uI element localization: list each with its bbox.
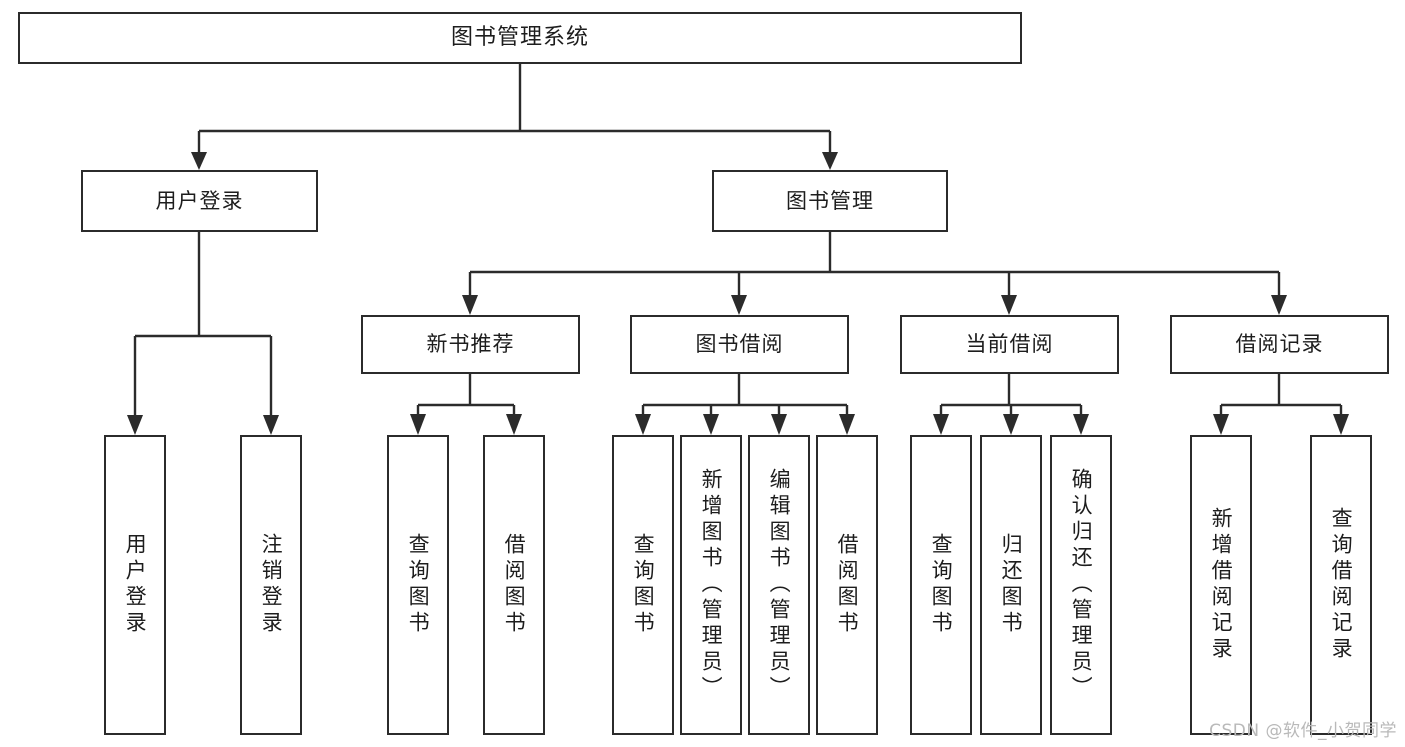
node-root[interactable]: 图书管理系统: [18, 12, 1022, 64]
arrow-bb-leaf-4: [839, 414, 855, 435]
arrow-bb-leaf-1: [635, 414, 651, 435]
node-book-manage-label: 图书管理: [786, 188, 874, 213]
node-leaf-return-book[interactable]: 归还图书: [980, 435, 1042, 735]
node-leaf-user-login[interactable]: 用户登录: [104, 435, 166, 735]
node-borrow-record-label: 借阅记录: [1235, 332, 1324, 356]
node-leaf-borrow-book-2[interactable]: 借阅图书: [816, 435, 878, 735]
arrow-user-login-leaf-2: [263, 415, 279, 435]
node-leaf-query-book-1-label: 查询图书: [406, 533, 431, 637]
node-current-borrow[interactable]: 当前借阅: [900, 315, 1119, 374]
node-leaf-user-logout[interactable]: 注销登录: [240, 435, 302, 735]
node-leaf-query-book-1[interactable]: 查询图书: [387, 435, 449, 735]
node-book-borrow-label: 图书借阅: [695, 332, 784, 356]
watermark-text: CSDN @软件_小贺同学: [1209, 721, 1397, 741]
node-leaf-query-book-2-label: 查询图书: [631, 533, 656, 637]
arrow-br-leaf-2: [1333, 414, 1349, 435]
arrow-bm-to-current-borrow: [1001, 295, 1017, 315]
node-book-manage[interactable]: 图书管理: [712, 170, 948, 232]
node-leaf-add-record[interactable]: 新增借阅记录: [1190, 435, 1252, 735]
arrow-root-to-book-manage: [822, 152, 838, 170]
arrow-nbr-leaf-2: [506, 414, 522, 435]
node-leaf-confirm-return-label: 确认归还（管理员）: [1069, 468, 1094, 702]
node-leaf-query-record-label: 查询借阅记录: [1329, 507, 1354, 663]
arrow-bb-leaf-2: [703, 414, 719, 435]
arrow-nbr-leaf-1: [410, 414, 426, 435]
arrow-user-login-leaf-1: [127, 415, 143, 435]
node-leaf-borrow-book-2-label: 借阅图书: [835, 533, 860, 637]
node-leaf-query-record[interactable]: 查询借阅记录: [1310, 435, 1372, 735]
arrow-cb-leaf-3: [1073, 414, 1089, 435]
arrow-cb-leaf-1: [933, 414, 949, 435]
arrow-cb-leaf-2: [1003, 414, 1019, 435]
node-user-login[interactable]: 用户登录: [81, 170, 318, 232]
arrow-root-to-user-login: [191, 152, 207, 170]
node-new-book-recommend-label: 新书推荐: [426, 332, 515, 356]
node-leaf-add-record-label: 新增借阅记录: [1209, 507, 1234, 663]
node-user-login-label: 用户登录: [155, 188, 244, 213]
node-root-label: 图书管理系统: [450, 25, 589, 50]
node-leaf-query-book-3-label: 查询图书: [929, 533, 954, 637]
node-leaf-borrow-book-1[interactable]: 借阅图书: [483, 435, 545, 735]
node-current-borrow-label: 当前借阅: [965, 332, 1054, 356]
node-leaf-edit-book-label: 编辑图书（管理员）: [767, 468, 792, 702]
arrow-bm-to-new-book-recommend: [462, 295, 478, 315]
arrow-br-leaf-1: [1213, 414, 1229, 435]
node-book-borrow[interactable]: 图书借阅: [630, 315, 849, 374]
node-leaf-user-logout-label: 注销登录: [259, 533, 284, 637]
node-leaf-query-book-3[interactable]: 查询图书: [910, 435, 972, 735]
arrow-bm-to-borrow-record: [1271, 295, 1287, 315]
node-leaf-edit-book[interactable]: 编辑图书（管理员）: [748, 435, 810, 735]
node-leaf-return-book-label: 归还图书: [999, 533, 1024, 637]
node-leaf-add-book-label: 新增图书（管理员）: [699, 468, 724, 702]
node-leaf-borrow-book-1-label: 借阅图书: [502, 533, 527, 637]
arrow-bb-leaf-3: [771, 414, 787, 435]
node-leaf-add-book[interactable]: 新增图书（管理员）: [680, 435, 742, 735]
node-borrow-record[interactable]: 借阅记录: [1170, 315, 1389, 374]
node-new-book-recommend[interactable]: 新书推荐: [361, 315, 580, 374]
node-leaf-query-book-2[interactable]: 查询图书: [612, 435, 674, 735]
node-leaf-confirm-return[interactable]: 确认归还（管理员）: [1050, 435, 1112, 735]
arrow-bm-to-book-borrow: [731, 295, 747, 315]
node-leaf-user-login-label: 用户登录: [123, 533, 148, 637]
